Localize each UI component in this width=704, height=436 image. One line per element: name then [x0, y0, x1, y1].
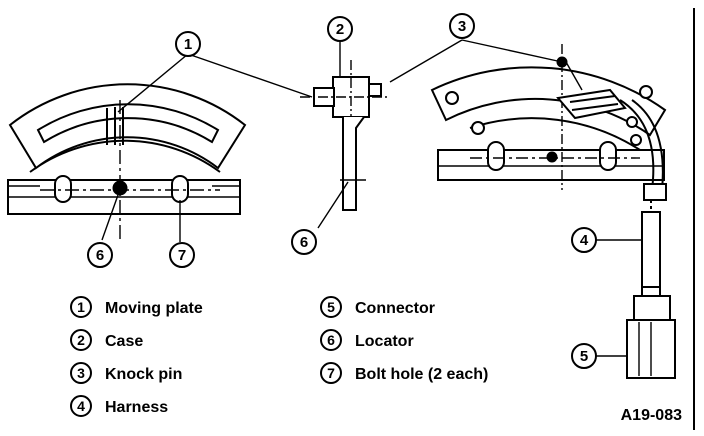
legend-item-7: 7 Bolt hole (2 each) [320, 362, 488, 384]
legend-item-3: 3 Knock pin [70, 362, 182, 384]
bolt-hole-right [171, 175, 189, 203]
callout-7: 7 [169, 242, 195, 268]
lower-case-arc [29, 139, 221, 173]
moving-plate [8, 83, 247, 170]
svg-text:Knock pin: Knock pin [105, 366, 182, 383]
figure-code: A19-083 [621, 407, 682, 424]
svg-text:6: 6 [300, 234, 308, 251]
svg-text:Moving plate: Moving plate [105, 300, 203, 317]
svg-text:7: 7 [327, 365, 335, 381]
svg-text:3: 3 [458, 18, 466, 35]
legend-item-4: 4 Harness [70, 395, 168, 417]
svg-text:1: 1 [77, 299, 85, 315]
case-knock-pin [368, 83, 382, 97]
harness [641, 211, 661, 288]
callout-2: 2 [327, 16, 353, 42]
svg-text:5: 5 [580, 348, 588, 365]
right-moving-plate [430, 66, 667, 137]
locator-bracket [342, 116, 365, 211]
svg-text:Connector: Connector [355, 300, 435, 317]
svg-text:6: 6 [327, 332, 335, 348]
callout-6-mid: 6 [291, 229, 317, 255]
leader-lines [101, 39, 642, 357]
moving-plate-slot [36, 103, 220, 144]
legend-item-5: 5 Connector [320, 296, 435, 318]
svg-text:5: 5 [327, 299, 335, 315]
legend-item-6: 6 Locator [320, 329, 414, 351]
right-assembly [430, 44, 676, 379]
svg-text:4: 4 [77, 398, 85, 414]
legend: 1 Moving plate 2 Case 3 Knock pin 4 Harn… [70, 296, 488, 417]
svg-text:Bolt hole (2 each): Bolt hole (2 each) [355, 366, 488, 383]
left-assembly [7, 83, 247, 240]
callout-3: 3 [449, 13, 475, 39]
svg-text:4: 4 [580, 232, 589, 249]
legend-item-2: 2 Case [70, 329, 143, 351]
svg-text:7: 7 [178, 247, 186, 264]
svg-text:Case: Case [105, 333, 143, 350]
svg-text:1: 1 [184, 36, 192, 53]
callout-5: 5 [571, 343, 597, 369]
svg-text:Locator: Locator [355, 333, 414, 350]
svg-text:Harness: Harness [105, 399, 168, 416]
svg-text:2: 2 [336, 21, 344, 38]
svg-text:2: 2 [77, 332, 85, 348]
bolt-hole-left [54, 175, 72, 203]
svg-text:3: 3 [77, 365, 85, 381]
callout-1: 1 [175, 31, 201, 57]
legend-item-1: 1 Moving plate [70, 296, 203, 318]
callout-6-left: 6 [87, 242, 113, 268]
svg-text:6: 6 [96, 247, 104, 264]
middle-assembly [300, 60, 390, 211]
callout-4: 4 [571, 227, 597, 253]
locator-pin [112, 180, 128, 196]
